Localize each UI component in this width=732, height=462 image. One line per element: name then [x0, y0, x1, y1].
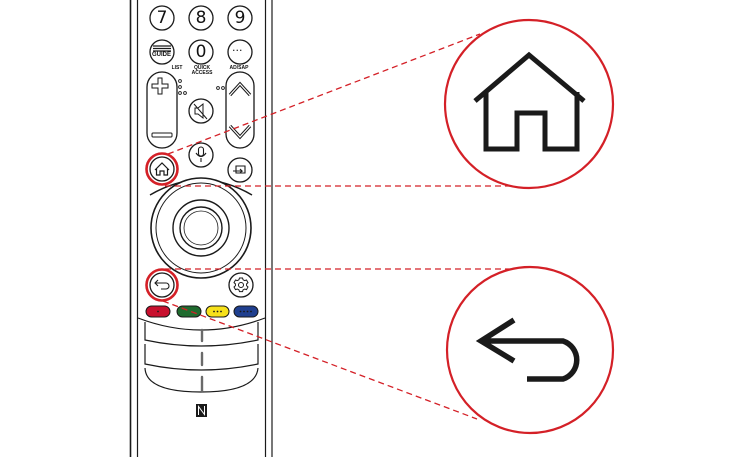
back-arrow-icon: [154, 279, 170, 290]
blue-button: [233, 305, 259, 318]
ok-button-hotspot[interactable]: [180, 207, 222, 249]
key-7-label[interactable]: 7: [156, 8, 168, 28]
key-8: [188, 5, 214, 31]
gear-icon: [233, 277, 249, 293]
back-callout-icon: [475, 317, 580, 382]
back-callout-line-bottom: [162, 300, 478, 420]
more-label[interactable]: ···: [232, 44, 243, 57]
key-8-label[interactable]: 8: [195, 8, 207, 28]
settings-button: [228, 272, 254, 298]
plus-icon: [151, 77, 169, 95]
guide-label[interactable]: GUIDE: [152, 52, 172, 58]
home-callout-line-top: [167, 33, 481, 155]
home-button-hotspot[interactable]: [150, 157, 174, 181]
more-button: [227, 39, 253, 65]
voice-button: [188, 142, 214, 168]
back-button-hotspot[interactable]: [150, 273, 174, 297]
quick-access-label: QUICK ACCESS: [191, 65, 213, 76]
minus-icon: [151, 132, 173, 138]
list-label: LIST: [171, 65, 183, 71]
key-7: [149, 5, 175, 31]
back-callout-circle: [445, 265, 615, 435]
input-button-hotspot[interactable]: [228, 158, 252, 182]
home-icon: [154, 162, 170, 176]
input-icon: [233, 165, 246, 174]
mute-button-hotspot[interactable]: [189, 99, 213, 123]
ad-sap-label: AD/SAP: [229, 65, 249, 71]
input-button: [227, 157, 253, 183]
home-callout-icon: [473, 51, 586, 152]
microphone-icon: [195, 146, 207, 162]
settings-button-hotspot[interactable]: [229, 273, 253, 297]
remote-body: [129, 0, 273, 457]
key-9: [227, 5, 253, 31]
volume-rocker: [146, 71, 178, 149]
home-callout-circle: [443, 18, 615, 190]
key-0-label[interactable]: 0: [195, 42, 207, 62]
key-9-label[interactable]: 9: [234, 8, 246, 28]
key-0: [188, 39, 214, 65]
nfc-icon: [196, 404, 207, 417]
back-button: [149, 272, 175, 298]
voice-button-hotspot[interactable]: [189, 143, 213, 167]
green-button: [176, 305, 202, 318]
ok-button: [179, 206, 223, 250]
mute-icon: [193, 102, 208, 120]
